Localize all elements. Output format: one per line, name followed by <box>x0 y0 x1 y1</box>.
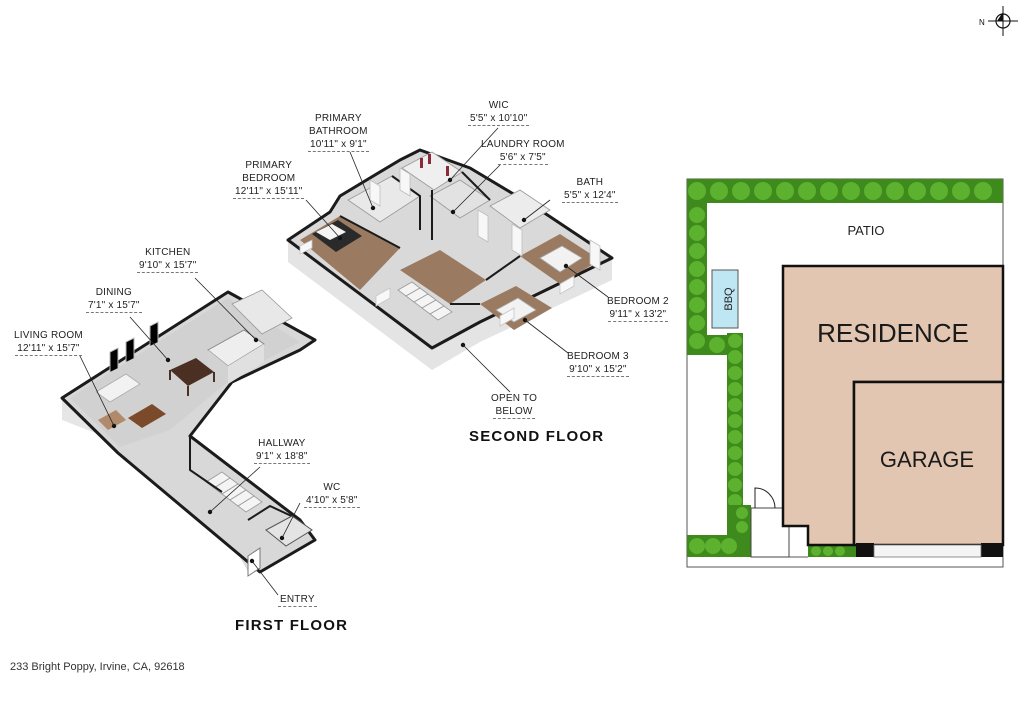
room-name: LIVING ROOM <box>14 330 83 341</box>
room-label-bath: BATH 5'5" x 12'4" <box>562 176 618 203</box>
room-name: WIC <box>488 100 509 111</box>
north-arrow-icon <box>988 6 1018 36</box>
room-name: PRIMARY <box>314 113 362 124</box>
room-dimensions: 9'10" x 15'7" <box>137 260 199 273</box>
property-address: 233 Bright Poppy, Irvine, CA, 92618 <box>10 661 185 673</box>
first-floor-title: FIRST FLOOR <box>235 617 349 634</box>
room-label-entry: ENTRY <box>278 593 317 607</box>
room-dimensions: 9'10" x 15'2" <box>567 364 629 377</box>
room-name: BEDROOM 2 <box>607 296 669 307</box>
second-floor-plan <box>286 127 614 393</box>
room-label-primary-bedroom: PRIMARY BEDROOM 12'11" x 15'11" <box>233 159 305 199</box>
room-name: WC <box>323 482 341 493</box>
room-name: BATHROOM <box>309 126 368 137</box>
room-label-primary-bathroom: PRIMARY BATHROOM 10'11" x 9'1" <box>308 112 369 152</box>
room-dimensions: 10'11" x 9'1" <box>308 139 369 152</box>
room-name: LAUNDRY ROOM <box>481 139 565 150</box>
compass-label: N <box>979 18 985 27</box>
second-floor-title: SECOND FLOOR <box>469 428 605 445</box>
room-dimensions: 5'6" x 7'5" <box>497 152 548 165</box>
room-name: DINING <box>95 287 132 298</box>
room-label-hallway: HALLWAY 9'1" x 18'8" <box>254 437 310 464</box>
room-label-bedroom-2: BEDROOM 2 9'11" x 13'2" <box>607 295 669 322</box>
room-label-wc: WC 4'10" x 5'8" <box>304 481 360 508</box>
room-dimensions: 7'1" x 15'7" <box>86 300 142 313</box>
room-dimensions: 5'5" x 12'4" <box>562 190 618 203</box>
patio-label: PATIO <box>847 223 884 238</box>
room-name: BELOW <box>493 406 535 419</box>
room-name: BEDROOM <box>242 173 296 184</box>
room-dimensions: 5'5" x 10'10" <box>468 113 530 126</box>
site-plan <box>686 178 1005 568</box>
room-name: HALLWAY <box>258 438 306 449</box>
room-dimensions: 12'11" x 15'7" <box>15 343 82 356</box>
first-floor-plan <box>60 277 317 596</box>
room-dimensions: 12'11" x 15'11" <box>233 186 305 199</box>
room-label-living-room: LIVING ROOM 12'11" x 15'7" <box>14 329 83 356</box>
bbq-label: BBQ <box>723 287 735 311</box>
room-label-open-to-below: OPEN TO BELOW <box>491 392 537 419</box>
residence-label: RESIDENCE <box>817 318 969 348</box>
room-name: PRIMARY <box>245 160 293 171</box>
room-name: BATH <box>576 177 604 188</box>
room-dimensions: 4'10" x 5'8" <box>304 495 360 508</box>
room-name: BEDROOM 3 <box>567 351 629 362</box>
room-label-bedroom-3: BEDROOM 3 9'10" x 15'2" <box>567 350 629 377</box>
room-label-dining: DINING 7'1" x 15'7" <box>86 286 142 313</box>
room-name: OPEN TO <box>491 393 538 404</box>
room-name: KITCHEN <box>145 247 191 258</box>
room-label-laundry-room: LAUNDRY ROOM 5'6" x 7'5" <box>481 138 565 165</box>
room-label-wic: WIC 5'5" x 10'10" <box>468 99 530 126</box>
room-name: ENTRY <box>278 594 317 607</box>
room-label-kitchen: KITCHEN 9'10" x 15'7" <box>137 246 199 273</box>
garage-label: GARAGE <box>880 447 974 472</box>
room-dimensions: 9'11" x 13'2" <box>607 309 669 322</box>
room-dimensions: 9'1" x 18'8" <box>254 451 310 464</box>
